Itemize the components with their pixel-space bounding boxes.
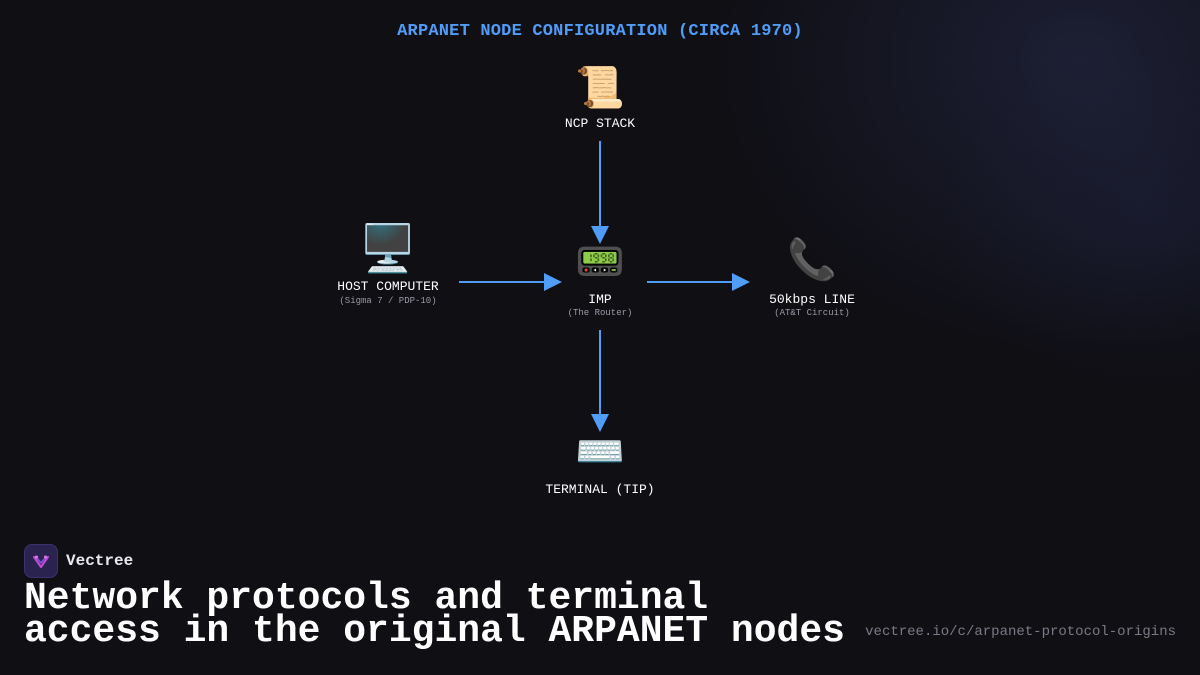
arrowhead-imp-to-terminal bbox=[591, 414, 609, 432]
brand-name: Vectree bbox=[66, 552, 134, 570]
brand: Vectree bbox=[24, 544, 133, 578]
node-imp: 📟 IMP (The Router) bbox=[510, 242, 690, 318]
vectree-logo-icon bbox=[24, 544, 58, 578]
node-host-computer: 🖥️ HOST COMPUTER (Sigma 7 / PDP-10) bbox=[298, 225, 478, 306]
pager-icon: 📟 bbox=[575, 239, 625, 285]
headline: Network protocols and terminal access in… bbox=[24, 577, 845, 653]
node-label: IMP bbox=[588, 292, 612, 307]
node-label: NCP STACK bbox=[564, 116, 636, 131]
node-50kbps-line: 📞 50kbps LINE (AT&T Circuit) bbox=[722, 240, 902, 318]
node-label: 50kbps LINE bbox=[769, 292, 855, 307]
node-ncp-stack: 📜 NCP STACK bbox=[510, 68, 690, 131]
telephone-receiver-icon: 📞 bbox=[787, 237, 837, 283]
node-sublabel: (Sigma 7 / PDP-10) bbox=[339, 296, 437, 306]
arrowhead-host-to-imp bbox=[544, 273, 562, 291]
source-url[interactable]: vectree.io/c/arpanet-protocol-origins bbox=[865, 624, 1176, 640]
keyboard-icon: ⌨️ bbox=[575, 429, 625, 475]
arrowhead-imp-to-line bbox=[732, 273, 750, 291]
arrowhead-ncp-to-imp bbox=[591, 226, 609, 244]
scroll-icon: 📜 bbox=[575, 65, 625, 111]
diagram-title: ARPANET NODE CONFIGURATION (CIRCA 1970) bbox=[397, 22, 803, 41]
node-label: TERMINAL (TIP) bbox=[545, 482, 655, 497]
node-terminal: ⌨️ TERMINAL (TIP) bbox=[510, 432, 690, 497]
vectree-logo-mark bbox=[33, 555, 49, 568]
node-label: HOST COMPUTER bbox=[337, 279, 439, 294]
node-sublabel: (The Router) bbox=[567, 308, 633, 318]
node-sublabel: (AT&T Circuit) bbox=[774, 308, 850, 318]
desktop-computer-icon: 🖥️ bbox=[359, 221, 417, 275]
